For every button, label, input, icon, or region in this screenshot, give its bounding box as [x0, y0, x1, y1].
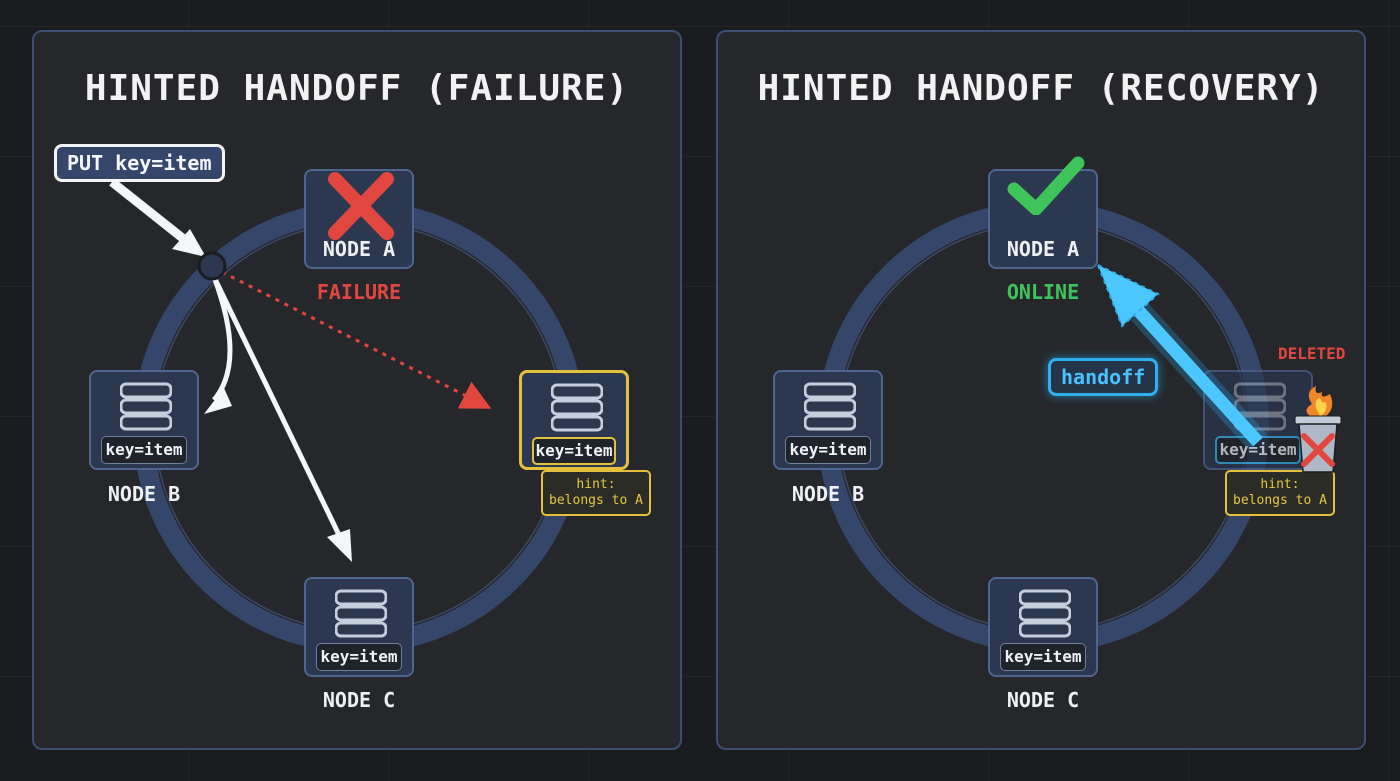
node-a-status: FAILURE [316, 280, 402, 304]
hint-line2: belongs to A [549, 493, 643, 508]
cross-icon [328, 172, 394, 240]
node-c-label: NODE C [1006, 688, 1080, 712]
hint-box: hint: belongs to A [1225, 470, 1335, 516]
node-a[interactable] [304, 169, 414, 269]
node-a-label: NODE A [1006, 237, 1080, 261]
server-icon [335, 589, 387, 638]
hint-box: hint: belongs to A [541, 470, 651, 516]
panel-title: HINTED HANDOFF (RECOVERY) [757, 68, 1325, 109]
node-b[interactable]: key=item [89, 370, 199, 470]
panel-title: HINTED HANDOFF (FAILURE) [84, 68, 630, 109]
node-c[interactable]: key=item [988, 577, 1098, 677]
node-b-label: NODE B [107, 482, 181, 506]
node-a-label: NODE A [322, 237, 396, 261]
server-icon [551, 383, 603, 432]
hint-line2: belongs to A [1233, 493, 1327, 508]
key-value: key=item [785, 436, 871, 464]
request-arrows [109, 178, 492, 562]
node-b-label: NODE B [791, 482, 865, 506]
server-icon [1019, 589, 1071, 638]
check-icon [1007, 156, 1085, 215]
node-b[interactable]: key=item [773, 370, 883, 470]
key-value: key=item [1000, 643, 1086, 671]
deleted-label: DELETED [1278, 344, 1346, 363]
node-a-status: ONLINE [1006, 280, 1080, 304]
handoff-label: handoff [1048, 358, 1159, 396]
hint-line1: hint: [1260, 477, 1300, 492]
failure-panel: HINTED HANDOFF (FAILURE) NODE A FAILURE … [32, 30, 682, 750]
key-value: key=item [101, 436, 187, 464]
handoff-arrow [1096, 262, 1267, 451]
put-request-label: PUT key=item [54, 144, 225, 182]
key-value: key=item [316, 643, 402, 671]
node-a[interactable] [988, 156, 1098, 269]
server-icon [804, 382, 856, 431]
node-c[interactable]: key=item [304, 577, 414, 677]
server-icon [120, 382, 172, 431]
key-value: key=item [532, 437, 616, 465]
key-value: key=item [1215, 436, 1301, 464]
node-d-hinted[interactable]: key=item [519, 370, 629, 470]
node-c-label: NODE C [322, 688, 396, 712]
trash-deleted-icon [1294, 386, 1342, 473]
hint-line1: hint: [576, 477, 616, 492]
recovery-panel: HINTED HANDOFF (RECOVERY) NODE A ONLINE … [716, 30, 1366, 750]
